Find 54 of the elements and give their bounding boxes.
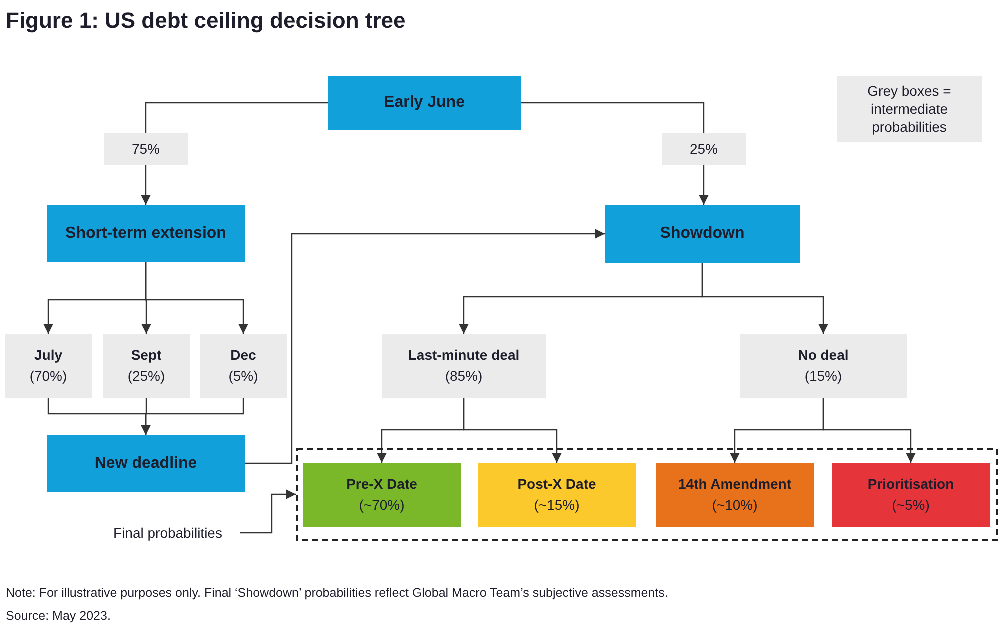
probability-box [5, 334, 92, 398]
probability-value: (~15%) [534, 496, 580, 515]
box-label: Short-term extension [66, 224, 226, 244]
final-outcome-box [656, 463, 814, 527]
probability-value: (70%) [30, 367, 68, 386]
box-label: Pre-X Date [346, 475, 418, 494]
box-label: Dec [230, 346, 256, 365]
probability-value: (85%) [445, 367, 483, 386]
connector-arrow [141, 398, 244, 435]
callout-text: Final probabilities [114, 524, 222, 543]
probability-box [104, 133, 188, 165]
connector-arrow [822, 398, 916, 463]
decision-box [328, 76, 521, 130]
dashed-group-box [296, 448, 998, 541]
probability-value: (~70%) [359, 496, 405, 515]
probability-value: (~10%) [712, 496, 758, 515]
probability-box [382, 334, 546, 398]
box-label: Last-minute deal [408, 346, 520, 365]
final-outcome-box [303, 463, 461, 527]
footnote: Note: For illustrative purposes only. Final ‘Showdown’ probabilities reflect Global Macro Team’s subjective assessments. [6, 585, 668, 602]
box-label: Prioritisation [868, 475, 954, 494]
box-label: July [34, 346, 62, 365]
box-label: Sept [131, 346, 162, 365]
title: Figure 1: US debt ceiling decision tree [6, 7, 406, 35]
probability-value: (~5%) [892, 496, 930, 515]
final-outcome-box [832, 463, 990, 527]
probability-box [740, 334, 907, 398]
connector-arrow [145, 262, 248, 334]
box-label: No deal [798, 346, 849, 365]
outcome-box [47, 435, 245, 492]
connector-arrow [245, 229, 605, 464]
box-label: Showdown [660, 224, 745, 244]
final-outcome-box [478, 463, 636, 527]
outcome-box [47, 205, 245, 262]
connector-arrow [702, 263, 828, 334]
probability-box [200, 334, 287, 398]
probability-value: (15%) [804, 367, 842, 386]
probability-value: (25%) [128, 367, 166, 386]
box-label: 25% [690, 140, 718, 158]
box-label: Grey boxes = intermediate probabilities [866, 82, 952, 136]
box-label: 75% [132, 140, 160, 158]
box-label: Post-X Date [518, 475, 596, 494]
box-label: Early June [384, 93, 465, 113]
connector-arrow [699, 165, 709, 205]
box-label: 14th Amendment [678, 475, 792, 494]
connector-arrow [141, 165, 151, 205]
connector-arrow [240, 490, 296, 534]
probability-box [662, 133, 746, 165]
outcome-box [605, 205, 800, 263]
connector-arrow [463, 398, 562, 463]
box-label: New deadline [94, 454, 198, 474]
probability-value: (5%) [228, 367, 258, 386]
footnote: Source: May 2023. [6, 608, 112, 625]
probability-box [103, 334, 190, 398]
